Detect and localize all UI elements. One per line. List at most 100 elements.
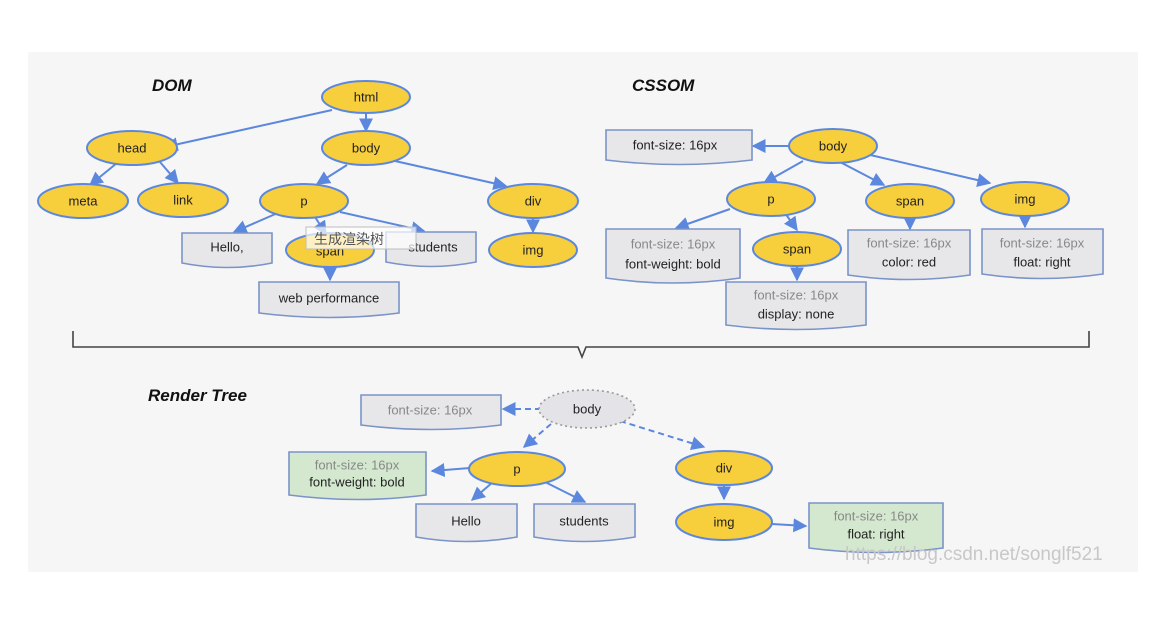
cssom-edges (674, 139, 1032, 282)
cssom-doc-span-style-shape (847, 229, 971, 281)
dom-node-div-shape (487, 183, 579, 219)
edge-rp-style (430, 463, 471, 477)
render-node-img-label: img (714, 515, 735, 530)
dom-node-meta: meta (37, 183, 129, 219)
edge-cssp-style (674, 208, 731, 231)
cssom-doc-img-style-line1: font-size: 16px (1000, 236, 1085, 251)
dom-doc-webperf-label: web performance (278, 291, 379, 306)
render-tree-heading: Render Tree (148, 386, 247, 405)
render-doc-students-shape (533, 503, 636, 543)
cssom-node-span-child-label: span (783, 242, 811, 257)
cssom-doc-span-child-style-line1: font-size: 16px (754, 288, 839, 303)
render-doc-img-style-line2: float: right (847, 527, 904, 542)
dom-edges (88, 109, 540, 282)
cssom-doc-p-style-line2: font-weight: bold (625, 257, 720, 272)
dom-node-body: body (321, 130, 411, 166)
cssom-doc-p-style-shape (605, 228, 741, 284)
render-node-body: body (538, 389, 636, 429)
edge-head-link (159, 161, 179, 185)
watermark-text: https://blog.csdn.net/songlf521 (845, 544, 1103, 565)
diagram-panel (28, 52, 1138, 572)
render-doc-p-style-shape (288, 451, 427, 501)
edge-cssbody-p (762, 160, 804, 184)
render-doc-p-style-line1: font-size: 16px (315, 458, 400, 473)
cssom-node-span-shape (865, 183, 955, 219)
render-node-div-label: div (716, 461, 733, 476)
render-doc-p-style-line2: font-weight: bold (309, 475, 404, 490)
dom-node-link-label: link (173, 193, 193, 208)
render-node-img-shape (675, 503, 773, 541)
render-doc-hello-shape (415, 503, 518, 543)
render-doc-body-style: font-size: 16px (360, 394, 502, 431)
cssom-doc-span-style: font-size: 16px color: red (847, 229, 971, 281)
dom-node-p-shape (259, 183, 349, 219)
render-node-body-label: body (573, 402, 602, 417)
render-node-p: p (468, 451, 566, 487)
dom-node-body-shape (321, 130, 411, 166)
overlay-label-text: 生成渲染树 (314, 231, 384, 247)
cssom-doc-span-child-style-line2: display: none (758, 307, 835, 322)
render-doc-p-style: font-size: 16px font-weight: bold (288, 451, 427, 501)
dom-doc-webperf-shape (258, 281, 400, 319)
cssom-node-p-label: p (767, 192, 774, 207)
dom-doc-web-performance: web performance (258, 281, 400, 319)
dom-heading: DOM (152, 76, 193, 95)
render-doc-students-label: students (559, 514, 609, 529)
cssom-doc-span-style-line2: color: red (882, 255, 936, 270)
render-doc-body-style-label: font-size: 16px (388, 403, 473, 418)
render-doc-hello-label: Hello (451, 514, 481, 529)
dom-node-img-shape (488, 232, 578, 268)
cssom-node-span-child: span (752, 231, 842, 267)
merge-brace (72, 331, 1090, 360)
edge-body-p (315, 164, 348, 185)
cssom-heading: CSSOM (632, 76, 695, 95)
dom-node-meta-shape (37, 183, 129, 219)
cssom-doc-img-style-shape (981, 228, 1104, 280)
dom-node-meta-label: meta (69, 194, 99, 209)
edge-html-head (163, 109, 333, 152)
dom-node-link-shape (137, 182, 229, 218)
cssom-doc-p-style-line1: font-size: 16px (631, 237, 716, 252)
dom-node-div-label: div (525, 194, 542, 209)
cssom-node-p-shape (726, 181, 816, 217)
cssom-node-body-label: body (819, 139, 848, 154)
cssom-node-body-shape (788, 128, 878, 164)
dom-node-html-shape (321, 80, 411, 114)
dom-node-head-shape (86, 130, 178, 166)
render-node-p-shape (468, 451, 566, 487)
cssom-doc-img-style: font-size: 16px float: right (981, 228, 1104, 280)
cssom-doc-img-style-line2: float: right (1013, 255, 1070, 270)
edge-rimg-style (771, 518, 808, 533)
dom-node-head: head (86, 130, 178, 166)
cssom-doc-span-child-style: font-size: 16px display: none (725, 281, 867, 331)
cssom-node-span-child-shape (752, 231, 842, 267)
edge-cssbody-span (839, 161, 886, 186)
edge-cssbody-img (865, 153, 992, 187)
dom-node-body-label: body (352, 141, 381, 156)
render-node-p-label: p (513, 462, 520, 477)
render-node-div-shape (675, 450, 773, 486)
cssom-node-img-label: img (1015, 192, 1036, 207)
dom-node-p: p (259, 183, 349, 219)
cssom-node-span-label: span (896, 194, 924, 209)
dom-node-html-label: html (354, 90, 379, 105)
cssom-doc-body-style-label: font-size: 16px (633, 138, 718, 153)
render-node-div: div (675, 450, 773, 486)
render-doc-hello: Hello (415, 503, 518, 543)
dom-node-p-label: p (300, 194, 307, 209)
edge-p-hello (232, 211, 281, 234)
dom-doc-hello-label: Hello, (210, 240, 243, 255)
overlay-label-shape (305, 226, 417, 250)
dom-node-div: div (487, 183, 579, 219)
edge-rp-students (544, 481, 587, 503)
cssom-doc-body-style-shape (605, 129, 753, 166)
edge-body-div (394, 160, 508, 191)
edge-rbody-div (619, 420, 706, 450)
edge-head-meta (88, 162, 118, 186)
cssom-doc-span-child-style-shape (725, 281, 867, 331)
dom-doc-students-label: students (408, 240, 458, 255)
cssom-node-img: img (980, 181, 1070, 217)
overlay-label-box: 生成渲染树 (305, 226, 417, 250)
cssom-doc-span-style-line1: font-size: 16px (867, 236, 952, 251)
